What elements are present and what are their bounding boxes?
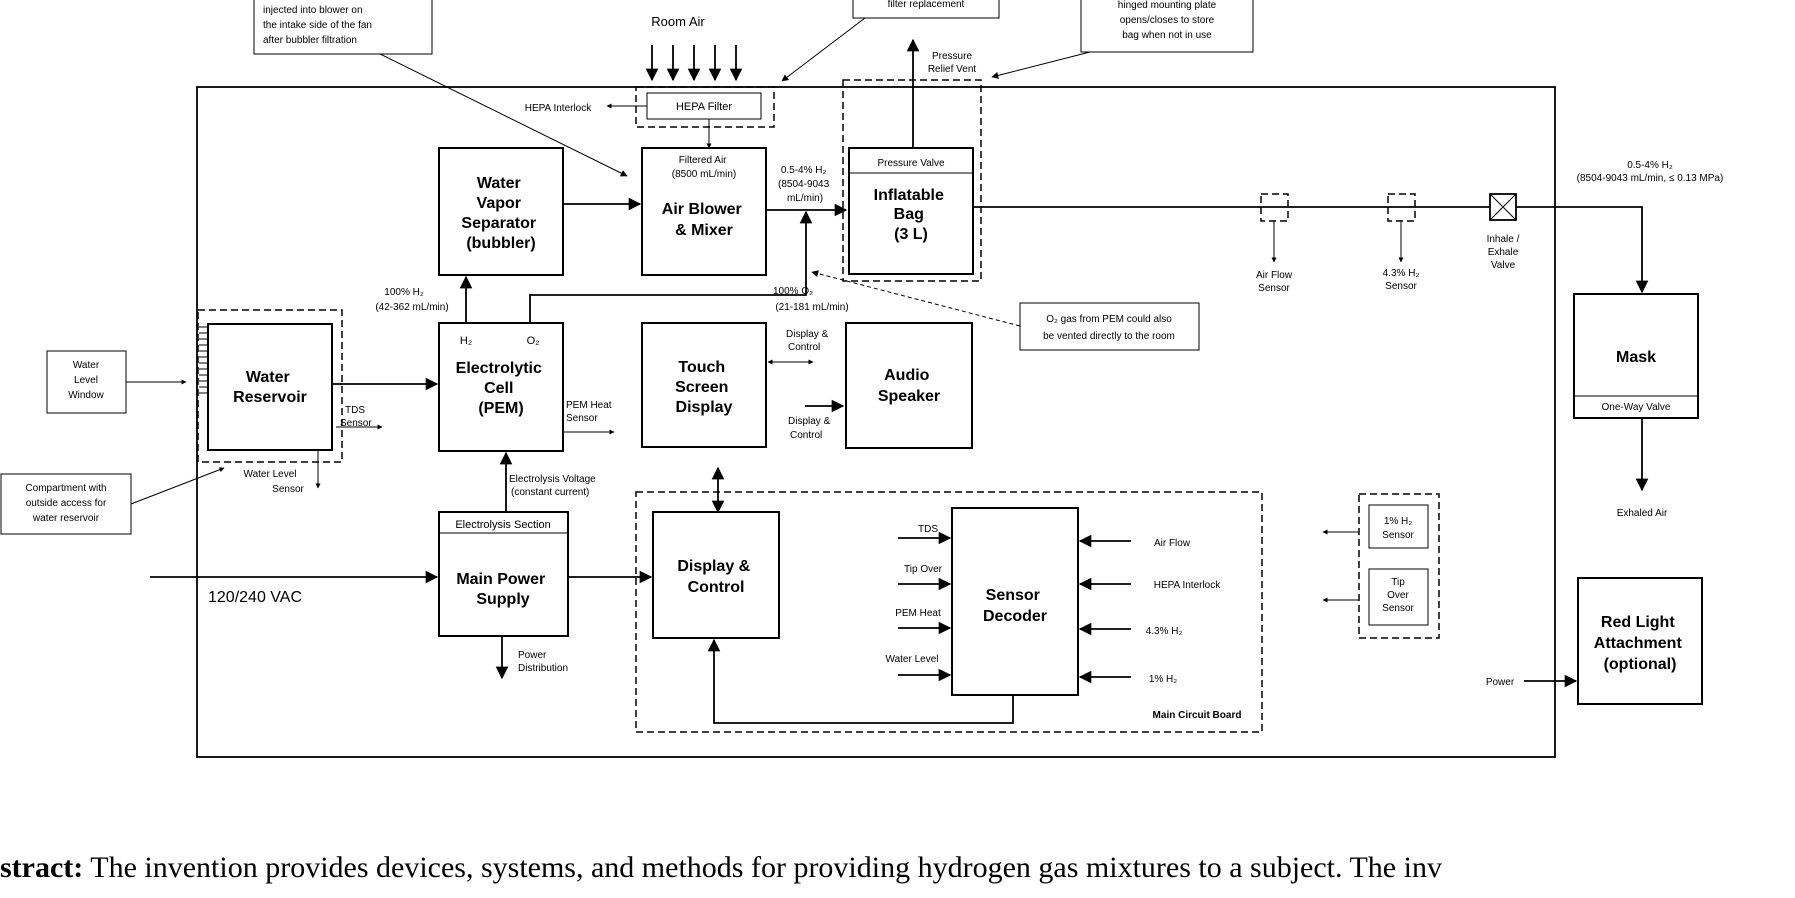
h2-flow-out-label: 0.5-4% H₂(8504-9043 mL/min, ≤ 0.13 MPa) (1577, 160, 1724, 184)
red-light-label: Red Light Attachment (optional) (1594, 614, 1686, 673)
abstract-body: The invention provides devices, systems,… (83, 851, 1442, 884)
inhale-exhale-valve-label: Inhale /ExhaleValve (1487, 234, 1520, 271)
svg-text:Air Flow: Air Flow (1154, 538, 1191, 549)
audio-speaker (846, 323, 972, 448)
air-flow-sensor-label: Air FlowSensor (1256, 270, 1293, 294)
display-control-bottom-label: Display &Control (788, 416, 831, 441)
exhaled-air-label: Exhaled Air (1617, 508, 1668, 519)
block-diagram: injected into blower onthe intake side o… (0, 0, 1795, 780)
pressure-valve-label: Pressure Valve (877, 158, 945, 169)
h2-100pct-label: 100% H₂(42-362 mL/min) (375, 287, 448, 313)
h2-flow-blower-label: 0.5-4% H₂ (8504-9043 mL/min) (778, 165, 832, 204)
decoder-inputs-right: Air Flow HEPA Interlock 4.3% H₂ 1% H₂ (1080, 538, 1221, 685)
hepa-interlock-label: HEPA Interlock (525, 103, 593, 114)
electrolysis-voltage-label: Electrolysis Voltage(constant current) (509, 474, 596, 498)
svg-text:Compartment withoutside access: Compartment withoutside access forwater … (25, 483, 107, 524)
main-circuit-board-label: Main Circuit Board (1153, 710, 1242, 721)
inhale-exhale-valve (1490, 194, 1516, 220)
callout-water-level-window: WaterLevelWindow (47, 351, 186, 413)
callout-mounting-plate: hinged mounting plateopens/closes to sto… (992, 0, 1253, 77)
power-distribution-label: PowerDistribution (518, 650, 568, 674)
svg-text:4.3% H₂: 4.3% H₂ (1146, 626, 1183, 637)
touch-screen-label: Touch Screen Display (675, 359, 733, 416)
decoder-inputs-left: TDS Tip Over PEM Heat Water Level (886, 524, 950, 675)
abstract-text: stract: The invention provides devices, … (0, 848, 1795, 898)
svg-text:TDS: TDS (918, 524, 938, 535)
mask-label: Mask (1616, 349, 1656, 366)
pressure-relief-vent-label: PressureRelief Vent (928, 51, 977, 75)
display-control-board (653, 512, 779, 638)
svg-text:Tip Over: Tip Over (904, 564, 943, 575)
svg-text:hinged mounting plateopens/clo: hinged mounting plateopens/closes to sto… (1118, 0, 1217, 41)
room-air-arrows (652, 45, 736, 80)
svg-text:1% H₂: 1% H₂ (1149, 674, 1177, 685)
h2-43-sensor-label: 4.3% H₂Sensor (1383, 268, 1420, 292)
svg-text:filter replacement: filter replacement (888, 0, 965, 10)
vac-label: 120/240 VAC (208, 589, 302, 606)
water-level-sensor-label: Water LevelSensor (244, 469, 305, 495)
room-air-label: Room Air (651, 14, 705, 29)
svg-text:Water Level: Water Level (886, 654, 939, 665)
svg-text:injected into blower onthe int: injected into blower onthe intake side o… (263, 5, 372, 46)
svg-text:HEPA Interlock: HEPA Interlock (1154, 580, 1222, 591)
pem-heat-sensor-label: PEM HeatSensor (566, 400, 612, 424)
o2-100pct-label: 100% O₂(21-181 mL/min) (773, 286, 849, 313)
tds-sensor-label: TDSSensor (340, 405, 372, 429)
hepa-filter-label: HEPA Filter (676, 101, 732, 113)
abstract-lead: stract: (0, 851, 83, 884)
o2-port-label: O₂ (527, 335, 540, 347)
electrolysis-section-label: Electrolysis Section (455, 519, 550, 531)
valve-to-mask (1516, 207, 1642, 292)
callout-compartment: Compartment withoutside access forwater … (1, 468, 224, 534)
water-reservoir (208, 324, 332, 450)
svg-text:PEM Heat: PEM Heat (895, 608, 941, 619)
one-way-valve-label: One-Way Valve (1602, 402, 1671, 413)
h2-port-label: H₂ (460, 335, 472, 347)
power-label: Power (1486, 677, 1515, 688)
display-control-top-label: Display &Control (786, 329, 829, 353)
